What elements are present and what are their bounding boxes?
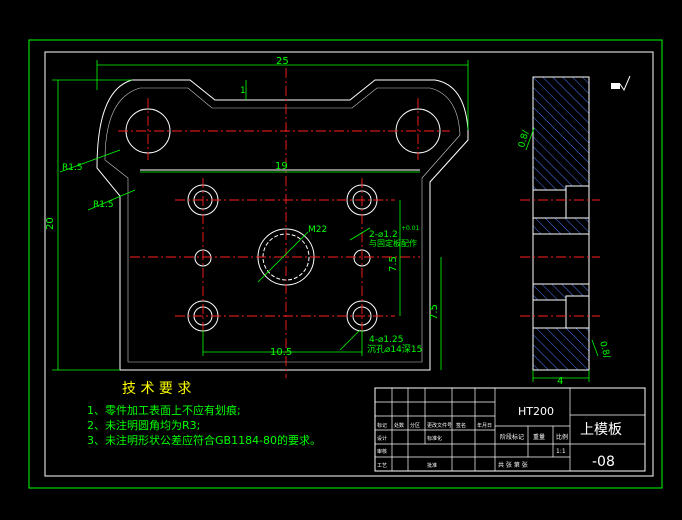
dim-note-b: 沉孔⌀14深15 <box>367 344 422 355</box>
dim-top-offset: 1 <box>240 86 246 96</box>
scale-value: 1:1 <box>556 448 566 455</box>
roughness-symbol-icon <box>611 75 631 92</box>
tech-title: 技 术 要 求 <box>122 381 191 397</box>
plate-outline <box>96 79 469 371</box>
dim-overall-height: 20 <box>45 217 56 230</box>
label-std: 标准化 <box>427 435 442 442</box>
inner-frame <box>44 51 654 477</box>
label-weight: 重量 <box>533 433 545 441</box>
title-block: HT200 上模板 -08 阶段标记 重量 比例 1:1 共 张 第 张 标记 … <box>374 387 646 472</box>
label-count: 处数 <box>394 422 404 429</box>
dimension-lines <box>52 60 469 371</box>
dim-hole-spacing-x: 10.5 <box>270 347 292 358</box>
dim-radius-top: R1.5 <box>62 163 83 173</box>
label-mark: 标记 <box>377 422 387 429</box>
dim-hole-spec-a: 2-⌀1.2 <box>369 230 398 240</box>
dim-radius-side: R1.5 <box>93 200 114 210</box>
roughness-a: 0.8/ <box>517 128 531 148</box>
dim-right-height: 7.5 <box>429 304 440 320</box>
dim-section-thickness: 4 <box>557 376 563 387</box>
dim-tolerance-a: +0.01 <box>401 225 420 232</box>
tech-item-3: 3、未注明形状公差应符合GB1184-80的要求。 <box>87 433 321 447</box>
label-process: 工艺 <box>377 463 387 469</box>
section-lower <box>532 327 590 371</box>
outer-frame <box>28 39 663 489</box>
label-date: 年月日 <box>477 422 492 429</box>
dim-note-a: 与固定板配作 <box>369 238 417 248</box>
label-approve: 批准 <box>427 462 437 469</box>
plan-view: 25 19 20 10.5 7.5 7.5 1 R1.5 R1.5 M22 2-… <box>45 56 469 378</box>
plate-inner-edge <box>104 87 461 363</box>
label-zone: 分区 <box>410 422 420 429</box>
label-sign: 签名 <box>456 422 466 429</box>
label-review: 审核 <box>377 448 387 455</box>
roughness-b: 0.8/ <box>597 340 611 360</box>
label-design: 设计 <box>377 435 387 442</box>
section-view: 4 0.8/ 0.8/ <box>517 76 612 387</box>
label-change-no: 更改文件号 <box>427 422 452 429</box>
label-scale: 比例 <box>556 433 568 441</box>
tech-item-2: 2、未注明圆角均为R3; <box>87 418 200 432</box>
dim-inner-width: 19 <box>275 161 288 172</box>
drawing-number: -08 <box>592 454 615 470</box>
material: HT200 <box>518 405 554 418</box>
label-stage: 阶段标记 <box>500 433 524 441</box>
dim-overall-width: 25 <box>276 56 289 67</box>
tech-item-1: 1、零件加工表面上不应有划痕; <box>87 403 241 417</box>
dim-hole-spec-b: 4-⌀1.25 <box>369 335 403 345</box>
dim-hole-spacing-y: 7.5 <box>388 256 399 272</box>
label-sheet: 共 张 第 张 <box>498 461 528 469</box>
dim-thread: M22 <box>308 225 327 235</box>
tech-requirements: 技 术 要 求 1、零件加工表面上不应有划痕; 2、未注明圆角均为R3; 3、未… <box>87 381 321 447</box>
section-upper <box>532 76 590 191</box>
part-name: 上模板 <box>580 422 622 438</box>
center-lines <box>118 68 450 378</box>
